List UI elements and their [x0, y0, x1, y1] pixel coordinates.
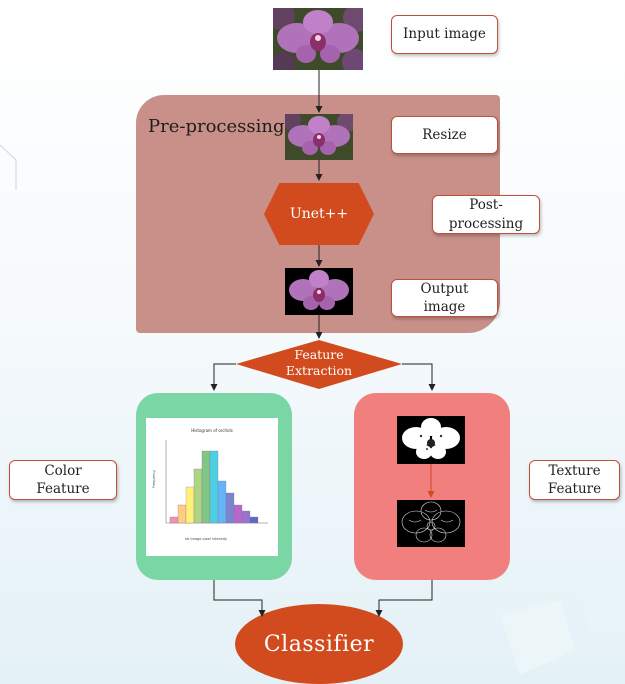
- feature-extraction-node: Feature Extraction: [268, 347, 370, 380]
- preprocessing-title: Pre-processing: [148, 116, 285, 137]
- resized-image: [285, 114, 353, 160]
- histogram-ylabel: Frequency: [152, 470, 156, 488]
- arrow-color-to-classifier: [213, 580, 266, 617]
- resize-label: Resize: [391, 116, 498, 154]
- classifier-node: Classifier: [235, 604, 403, 684]
- histogram-title: Histogram of orchids: [191, 428, 233, 433]
- arrow-feature-to-color: [210, 363, 236, 391]
- post-processing-line-1: Post-: [469, 197, 503, 214]
- output-image: [285, 268, 353, 315]
- input-image: [273, 8, 363, 70]
- color-feature-line-2: Feature: [36, 481, 90, 497]
- histogram-bar: [249, 516, 259, 524]
- post-processing-label: Post- processing: [432, 195, 540, 234]
- color-feature-label: Color Feature: [9, 460, 117, 500]
- texture-edge-image: [397, 500, 465, 547]
- texture-feature-line-1: Texture: [548, 462, 601, 479]
- texture-mask-image: [397, 416, 465, 464]
- input-image-label: Input image: [391, 15, 498, 54]
- histogram-xlabel: hb image pixel intensity: [185, 537, 227, 541]
- output-image-line-1: Output: [420, 280, 469, 297]
- histogram-plot: Frequency hb image pixel intensity: [152, 440, 268, 541]
- arrow-texture-to-classifier: [375, 580, 433, 617]
- texture-feature-line-2: Feature: [547, 481, 602, 497]
- post-processing-line-2: processing: [448, 215, 524, 232]
- feature-extraction-line-1: Feature: [294, 347, 344, 362]
- feature-extraction-line-2: Extraction: [285, 363, 353, 379]
- unet-node: Unet++: [264, 183, 374, 245]
- arrow-feature-to-texture: [402, 363, 436, 391]
- output-image-label: Output image: [391, 279, 498, 317]
- color-histogram: Histogram of orchids Frequency hb image …: [146, 418, 278, 556]
- texture-feature-label: Texture Feature: [529, 460, 620, 500]
- output-image-line-2: image: [423, 299, 466, 315]
- color-feature-line-1: Color: [44, 462, 82, 479]
